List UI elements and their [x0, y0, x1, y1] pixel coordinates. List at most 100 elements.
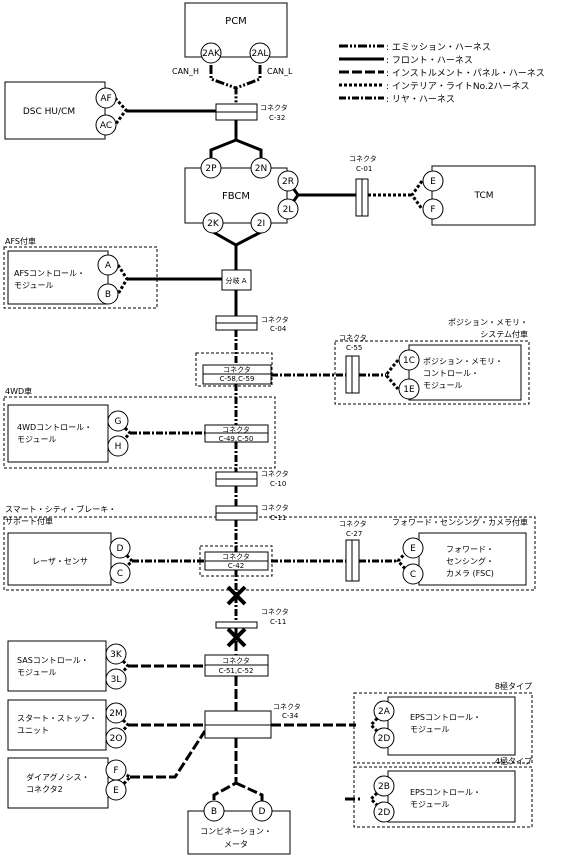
svg-text:8極タイプ: 8極タイプ	[495, 681, 532, 691]
pin-pcm-2ak: 2AK	[200, 42, 222, 64]
pin-fsc-c: C	[402, 563, 424, 585]
svg-text:フォワード・センシング・カメラ付車: フォワード・センシング・カメラ付車	[392, 517, 528, 527]
pin-fbcm-2l: 2L	[277, 198, 299, 220]
svg-text:E: E	[410, 544, 416, 554]
svg-text:EPSコントロール・: EPSコントロール・	[410, 788, 481, 797]
module-start-stop: スタート・ストップ・ ユニット 2M 2O	[7, 699, 127, 751]
pcm-label: PCM	[225, 16, 247, 27]
pin-fsc-e: E	[402, 537, 424, 559]
svg-text:A: A	[105, 261, 112, 271]
svg-text:モジュール: モジュール	[410, 800, 449, 809]
svg-text:G: G	[115, 417, 122, 427]
svg-text:2D: 2D	[378, 808, 391, 818]
svg-text:4極タイプ: 4極タイプ	[495, 756, 532, 766]
connector-c42: コネクタ C-42	[199, 545, 273, 577]
module-diagnosis-connector: ダイアグノシス・ コネクタ2 F E	[7, 757, 127, 809]
svg-text:4WD車: 4WD車	[5, 386, 32, 396]
connector-c01: コネクタ C-01	[349, 154, 377, 217]
svg-text:2N: 2N	[255, 164, 267, 174]
connector-c49-c50: コネクタ C-49,C-50	[204, 424, 269, 443]
svg-text:2O: 2O	[110, 734, 123, 744]
pin-sas-3l: 3L	[105, 668, 127, 690]
signal-can-h: CAN_H	[172, 67, 199, 76]
pin-startstop-2o: 2O	[105, 727, 127, 749]
svg-text:システム付車: システム付車	[480, 329, 528, 339]
pin-afs-a: A	[97, 254, 119, 276]
pin-combi-d: D	[251, 800, 273, 822]
connector-c27: コネクタ C-27	[339, 519, 367, 582]
svg-text:2D: 2D	[378, 734, 391, 744]
pin-diag-e: E	[105, 779, 127, 801]
svg-text:ダイアグノシス・: ダイアグノシス・	[26, 772, 89, 782]
pin-4wd-h: H	[107, 435, 129, 457]
pin-fbcm-2k: 2K	[202, 212, 224, 234]
module-eps-4pin: 4極タイプ EPSコントロール・ モジュール 2B 2D	[373, 756, 532, 823]
svg-text:3K: 3K	[110, 650, 123, 660]
svg-text:センシング・: センシング・	[446, 556, 494, 566]
legend-interior: : インテリア・ライトNo.2ハーネス	[386, 81, 530, 92]
pin-fbcm-2r: 2R	[277, 170, 299, 192]
pin-eps4-2d: 2D	[373, 801, 395, 823]
svg-text:コネクタ2: コネクタ2	[26, 785, 63, 794]
module-combination-meter: コンビネーション・ メータ B D	[187, 800, 291, 855]
pin-afs-b: B	[97, 283, 119, 305]
svg-text:コネクタ: コネクタ	[222, 552, 250, 561]
dsc-label: DSC HU/CM	[23, 107, 75, 117]
svg-text:C-04: C-04	[270, 325, 287, 333]
break-mark-upper	[226, 585, 247, 606]
svg-text:コネクタ: コネクタ	[223, 365, 251, 374]
pin-dsc-af: AF	[95, 87, 117, 109]
svg-text:2R: 2R	[282, 177, 294, 187]
svg-text:B: B	[211, 807, 217, 817]
svg-text:SASコントロール・: SASコントロール・	[17, 656, 89, 665]
svg-text:コネクタ: コネクタ	[261, 607, 289, 616]
connector-c10: コネクタ C-10	[215, 469, 289, 488]
svg-text:2L: 2L	[283, 205, 294, 215]
svg-text:コネクタ: コネクタ	[349, 154, 377, 163]
pin-eps8-2a: 2A	[373, 700, 395, 722]
svg-text:C-01: C-01	[356, 165, 372, 173]
svg-text:1C: 1C	[403, 356, 415, 366]
svg-text:E: E	[430, 177, 436, 187]
module-fbcm: FBCM 2P 2N 2R 2L 2K 2I	[184, 157, 299, 234]
svg-text:AFSコントロール・: AFSコントロール・	[14, 269, 85, 278]
module-tcm: TCM E F	[422, 165, 536, 226]
pin-laser-c: C	[109, 562, 131, 584]
svg-text:コネクタ: コネクタ	[261, 469, 289, 478]
svg-text:C-11: C-11	[270, 514, 286, 522]
pin-memory-1e: 1E	[398, 378, 420, 400]
svg-text:モジュール: モジュール	[17, 435, 56, 444]
svg-text:C-51,C-52: C-51,C-52	[219, 667, 254, 675]
module-eps-8pin: 8極タイプ EPSコントロール・ モジュール 2A 2D	[373, 681, 532, 756]
signal-can-l: CAN_L	[267, 67, 293, 76]
tcm-label: TCM	[473, 191, 493, 201]
svg-text:コネクタ: コネクタ	[339, 333, 367, 342]
svg-text:モジュール: モジュール	[423, 381, 462, 390]
svg-text:2K: 2K	[207, 219, 220, 229]
svg-text:E: E	[113, 786, 119, 796]
svg-text:コネクタ: コネクタ	[222, 656, 250, 665]
svg-text:ポジション・メモリ・: ポジション・メモリ・	[448, 318, 528, 327]
svg-text:ポジション・メモリ・: ポジション・メモリ・	[423, 357, 503, 366]
pin-4wd-g: G	[107, 410, 129, 432]
svg-text:コネクタ: コネクタ	[273, 702, 301, 711]
pin-fbcm-2n: 2N	[250, 157, 272, 179]
svg-text:H: H	[115, 442, 122, 452]
connector-c55: コネクタ C-55	[339, 333, 367, 394]
svg-text:コネクタ: コネクタ	[260, 103, 288, 112]
legend: : エミッション・ハーネス : フロント・ハーネス : インストルメント・パネル…	[339, 42, 545, 105]
svg-text:モジュール: モジュール	[410, 725, 449, 734]
svg-text:分岐 A: 分岐 A	[225, 276, 246, 285]
svg-text:コネクタ: コネクタ	[339, 519, 367, 528]
svg-text:2AL: 2AL	[252, 49, 269, 59]
svg-text:コンビネーション・: コンビネーション・	[200, 827, 272, 836]
svg-text:コントロール・: コントロール・	[423, 369, 479, 378]
module-position-memory: ポジション・メモリ・ システム付車 ポジション・メモリ・ コントロール・ モジュ…	[398, 318, 528, 401]
svg-text:2I: 2I	[257, 219, 265, 229]
fbcm-label: FBCM	[222, 191, 250, 202]
svg-text:C-42: C-42	[228, 562, 244, 570]
svg-text:1E: 1E	[403, 385, 415, 395]
svg-text:コネクタ: コネクタ	[261, 503, 289, 512]
svg-text:2AK: 2AK	[202, 49, 221, 59]
